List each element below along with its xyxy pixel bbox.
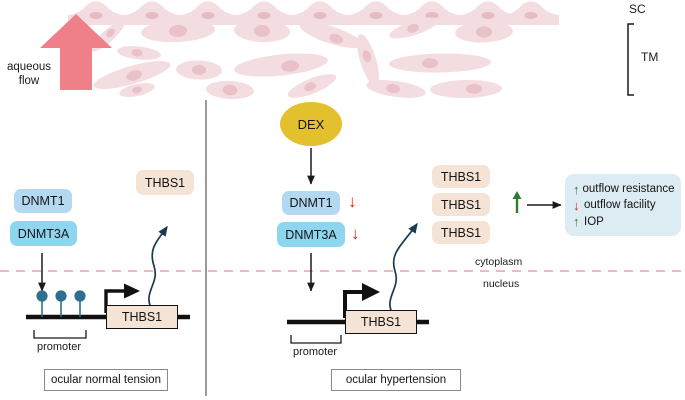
outflow-facility-arrow-icon: ↓	[573, 197, 580, 213]
outflow-resistance-label: outflow resistance	[582, 183, 675, 195]
left-promoter-label: promoter	[37, 341, 82, 353]
right-transcription-start-arrow	[343, 283, 380, 318]
left-promoter-bracket	[33, 330, 87, 339]
left-methylation-marks	[36, 290, 86, 317]
right-thbs1-gene-box[interactable]: THBS1	[345, 310, 417, 334]
dnmt1-decrease-arrow: ↓	[348, 192, 357, 211]
schlemms-canal-label: SC	[629, 2, 646, 16]
trabecular-meshwork-label: TM	[641, 50, 659, 64]
cytoplasm-label: cytoplasm	[475, 256, 523, 268]
iop-label: IOP	[584, 215, 604, 228]
right-thbs1-protein-3[interactable]: THBS1	[432, 221, 490, 244]
outflow-resistance-arrow-icon: ↑	[573, 181, 580, 197]
iop-arrow-icon: ↑	[573, 214, 580, 230]
left-dnmt1-node[interactable]: DNMT1	[14, 189, 72, 213]
outflow-facility-label: outflow facility	[584, 199, 656, 212]
right-dnmt3a-node[interactable]: DNMT3A	[277, 222, 345, 247]
outcome-row: ↑ IOP	[573, 214, 671, 230]
outcome-row: ↑ outflow resistance	[573, 181, 675, 197]
aqueous-flow-arrow	[40, 14, 112, 90]
tm-bracket	[627, 23, 634, 96]
right-thbs1-protein-2[interactable]: THBS1	[432, 193, 490, 216]
outcomes-panel: ↑ outflow resistance ↓ outflow facility …	[565, 174, 681, 236]
outcome-row: ↓ outflow facility	[573, 197, 671, 213]
right-translation-arrow	[389, 222, 418, 316]
dex-node[interactable]: DEX	[280, 102, 342, 146]
trabecular-meshwork-cells	[91, 17, 513, 100]
right-thbs1-protein-1[interactable]: THBS1	[432, 165, 490, 188]
ocular-normal-tension-caption: ocular normal tension	[44, 369, 168, 391]
left-dnmt3a-node[interactable]: DNMT3A	[10, 221, 77, 246]
nucleus-label: nucleus	[483, 278, 520, 290]
aqueous-flow-label-line1: aqueous	[6, 61, 52, 73]
dnmt3a-decrease-arrow: ↓	[351, 224, 360, 243]
ocular-hypertension-caption: ocular hypertension	[331, 369, 461, 391]
left-thbs1-protein[interactable]: THBS1	[136, 170, 194, 195]
left-thbs1-gene-box[interactable]: THBS1	[106, 305, 178, 329]
aqueous-flow-label-line2: flow	[18, 75, 40, 87]
right-promoter-label: promoter	[293, 346, 338, 358]
left-translation-arrow	[148, 225, 168, 311]
right-promoter-bracket	[290, 335, 342, 344]
right-dnmt1-node[interactable]: DNMT1	[282, 191, 340, 215]
thbs1-increase-arrow	[512, 191, 522, 213]
